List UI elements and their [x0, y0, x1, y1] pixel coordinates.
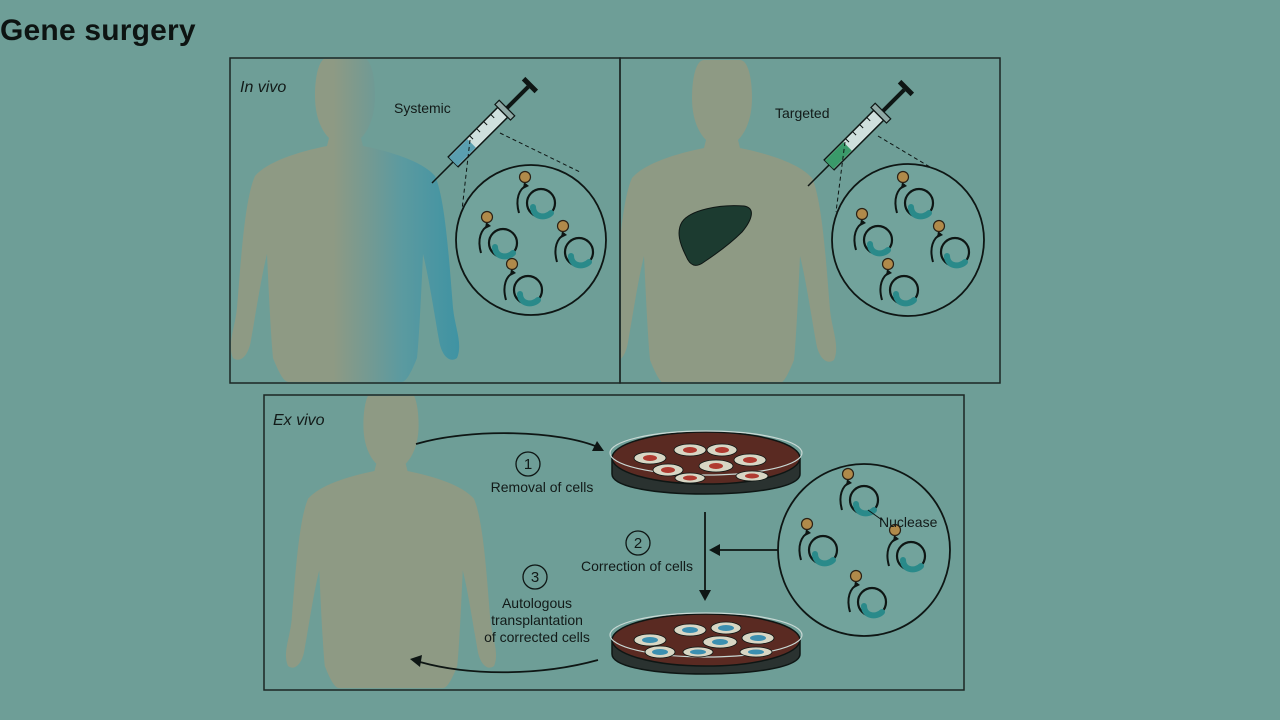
in-vivo-targeted-panel: [619, 57, 1001, 384]
page-title: Gene surgery: [0, 14, 196, 47]
ex-vivo-label: Ex vivo: [273, 412, 325, 429]
syringe-icon: [431, 76, 539, 184]
syringe-icon: [807, 79, 915, 187]
step-2-text: Correction of cells: [581, 558, 693, 574]
nuclease-label: Nuclease: [879, 514, 938, 530]
step-3-line-3: of corrected cells: [484, 629, 590, 645]
in-vivo-label: In vivo: [240, 79, 286, 96]
step-3-line-2: transplantation: [491, 612, 583, 628]
liver-icon: [678, 205, 752, 266]
removal-arrow: [415, 432, 601, 449]
step-1-number: 1: [524, 456, 532, 473]
cell-magnified-targeted: [831, 163, 985, 317]
step-3-number: 3: [531, 569, 539, 586]
transplant-arrow: [419, 659, 599, 674]
targeted-label: Targeted: [775, 105, 829, 121]
step-3-line-1: Autologous: [502, 595, 572, 611]
systemic-label: Systemic: [394, 100, 451, 116]
cell-magnified-systemic: [455, 164, 607, 316]
step-2-number: 2: [634, 535, 642, 552]
ex-vivo-panel: [263, 394, 965, 691]
petri-dish-icon: [609, 612, 803, 675]
nuclease-cell-circle: [777, 463, 951, 637]
step-1-text: Removal of cells: [491, 479, 594, 495]
petri-dish-icon: [609, 430, 803, 495]
